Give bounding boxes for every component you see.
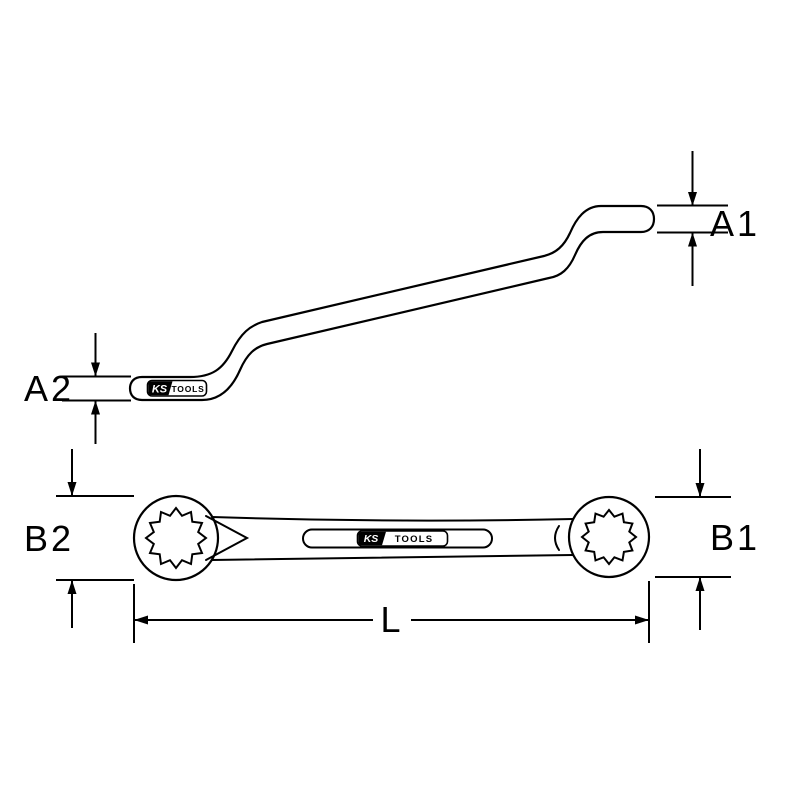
left-ring-12point-opening: [144, 506, 208, 570]
dimension-label-b2: B2: [24, 518, 74, 559]
ks-tools-logo: KS TOOLS: [146, 379, 208, 397]
logo-ks-text: KS: [152, 383, 168, 395]
dimension-a2: A2: [24, 333, 131, 444]
dimension-label-l: L: [380, 599, 403, 640]
logo-ks-block: [148, 381, 173, 396]
wrench-side-outline: [128, 204, 656, 402]
ks-tools-logo: KS TOOLS: [356, 530, 449, 547]
dimension-label-a2: A2: [24, 368, 74, 409]
arrow-down-icon: [695, 483, 705, 497]
right-ring-12point-opening: [580, 508, 638, 566]
side-view: KS TOOLS: [128, 204, 656, 402]
arrow-up-icon: [695, 577, 705, 591]
logo-ks-text: KS: [364, 533, 379, 545]
arrow-right-icon: [635, 615, 649, 625]
logo-tools-text: TOOLS: [395, 534, 434, 545]
right-transition-arc: [554, 525, 560, 551]
logo-ks-block: [358, 531, 386, 546]
arrow-up-icon: [688, 232, 697, 247]
right-ring-outer: [567, 495, 651, 579]
top-view: KS TOOLS: [132, 494, 651, 582]
arrow-up-icon: [91, 400, 100, 415]
left-ring-outer: [132, 494, 220, 582]
logo-tools-text: TOOLS: [171, 384, 204, 394]
dimension-b1: B1: [655, 449, 760, 630]
left-taper-line: [205, 515, 250, 561]
dimension-label-b1: B1: [710, 517, 760, 558]
arrow-up-icon: [67, 580, 77, 594]
dimension-a1: A1: [657, 151, 760, 286]
arrow-down-icon: [688, 192, 697, 206]
dimension-b2: B2: [24, 449, 134, 628]
dimension-label-a1: A1: [710, 203, 760, 244]
shaft-top-edge: [211, 516, 574, 522]
arrow-down-icon: [67, 482, 77, 496]
arrow-down-icon: [91, 362, 100, 377]
shaft-bottom-edge: [211, 554, 574, 561]
dimension-l: L: [133, 581, 650, 643]
arrow-left-icon: [134, 615, 148, 625]
